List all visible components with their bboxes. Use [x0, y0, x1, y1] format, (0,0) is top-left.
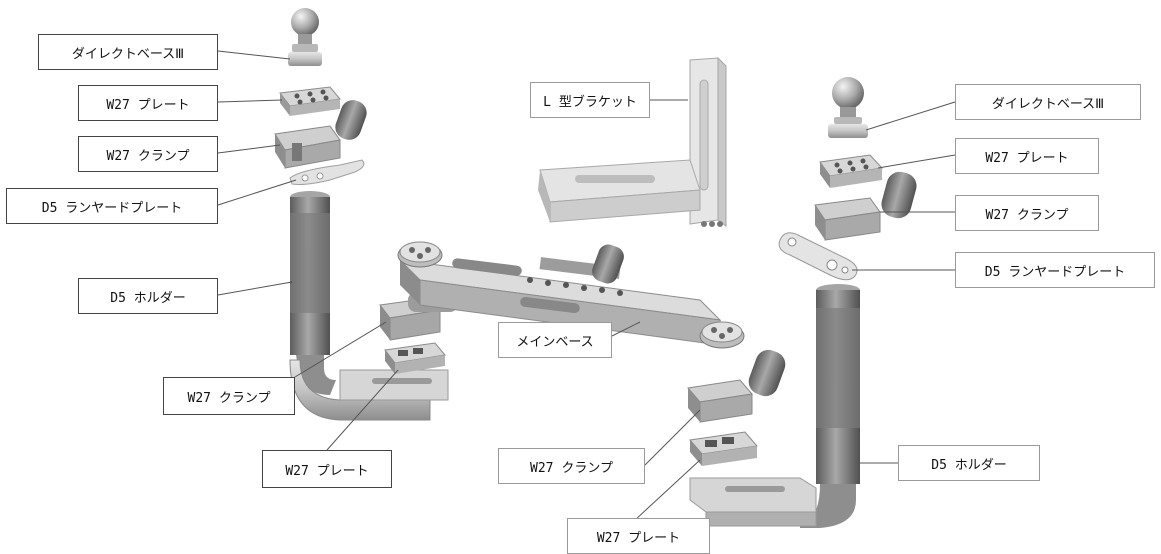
label-w27-plate-top-left: W27 プレート — [78, 85, 218, 121]
label-d5-holder-left: D5 ホルダー — [78, 278, 218, 314]
label-w27-plate-top-right: W27 プレート — [955, 138, 1099, 174]
w27-clamp-left-part — [274, 100, 367, 169]
label-direct-base-left: ダイレクトベースⅢ — [38, 34, 218, 70]
label-d5-lanyard-right: D5 ランヤードプレート — [955, 252, 1155, 288]
label-l-bracket: L 型ブラケット — [530, 82, 650, 118]
direct-base-left-part — [288, 8, 322, 66]
direct-base-right-part — [828, 77, 868, 138]
w27-clamp-bottom-right-part — [687, 349, 786, 423]
w27-plate-left-part — [279, 86, 341, 116]
label-w27-clamp-top-left: W27 クランプ — [78, 136, 218, 172]
label-main-base: メインベース — [498, 322, 612, 358]
label-direct-base-right: ダイレクトベースⅢ — [955, 84, 1141, 120]
w27-plate-right-part — [819, 154, 884, 188]
l-bracket-part — [538, 56, 727, 227]
label-w27-clamp-mid-left: W27 クランプ — [163, 377, 295, 415]
label-w27-plate-bottom-right: W27 プレート — [567, 518, 710, 554]
d5-lanyard-left-part — [289, 159, 365, 185]
d5-holder-left-part — [289, 191, 449, 421]
d5-lanyard-right-part — [778, 232, 858, 281]
d5-holder-right-part — [689, 284, 860, 528]
label-d5-holder-right: D5 ホルダー — [898, 445, 1040, 481]
label-w27-plate-mid-left: W27 プレート — [262, 450, 392, 488]
main-base-part — [397, 241, 745, 349]
leader-lines — [217, 50, 956, 521]
label-w27-clamp-top-right: W27 クランプ — [955, 195, 1099, 231]
label-d5-lanyard-left: D5 ランヤードプレート — [6, 188, 218, 224]
w27-plate-mid-left-part — [384, 342, 446, 374]
w27-plate-bottom-right-part — [689, 431, 758, 466]
label-w27-clamp-bottom-right: W27 クランプ — [498, 448, 645, 484]
w27-clamp-right-part — [814, 171, 917, 241]
